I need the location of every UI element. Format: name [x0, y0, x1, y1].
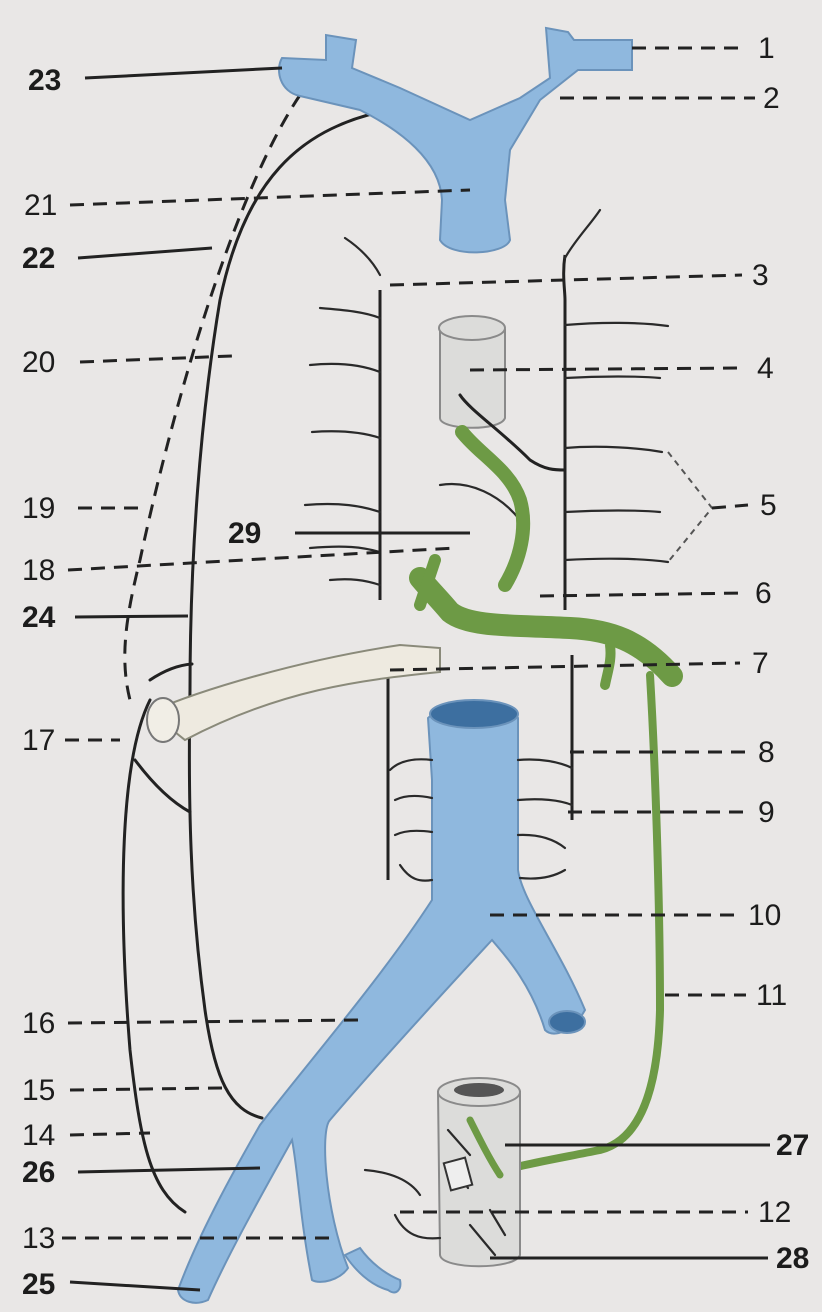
label-14: 14 — [22, 1119, 55, 1152]
loop-connector — [150, 664, 192, 680]
arching-vessel-left — [189, 112, 380, 1118]
labels-left: 23 21 22 20 19 29 18 24 17 16 15 14 26 1… — [22, 64, 261, 1301]
ivc-opening — [430, 700, 518, 728]
thoracic-duct — [462, 432, 523, 585]
cisterna-chyli — [420, 578, 672, 676]
inferior-vena-cava — [178, 708, 585, 1303]
label-19: 19 — [22, 492, 55, 525]
label-21: 21 — [24, 189, 57, 222]
label-9: 9 — [758, 796, 775, 829]
rectum-ghost — [438, 1078, 520, 1266]
label-26: 26 — [22, 1156, 55, 1189]
label-7: 7 — [752, 647, 769, 680]
label-17: 17 — [22, 724, 55, 757]
ivc-lower-branch — [345, 1248, 400, 1292]
label-16: 16 — [22, 1007, 55, 1040]
label-3: 3 — [752, 259, 769, 292]
aorta-ghost — [439, 316, 505, 428]
label-20: 20 — [22, 346, 55, 379]
label-8: 8 — [758, 736, 775, 769]
label-25: 25 — [22, 1268, 55, 1301]
labels-right: 1 2 3 4 5 6 7 8 9 10 11 12 27 28 — [748, 32, 809, 1275]
label-6: 6 — [755, 577, 772, 610]
superior-vena-cava — [279, 28, 632, 252]
intercostal-branches-right — [565, 210, 712, 562]
label-13: 13 — [22, 1222, 55, 1255]
tube-left — [150, 645, 440, 740]
label-5: 5 — [760, 489, 777, 522]
loop-connector-lower — [135, 760, 190, 812]
label-24: 24 — [22, 601, 56, 634]
label-10: 10 — [748, 899, 781, 932]
label-1: 1 — [758, 32, 775, 65]
label-11: 11 — [756, 979, 787, 1012]
label-23: 23 — [28, 64, 61, 97]
label-18: 18 — [22, 554, 55, 587]
outer-loop-vessel — [123, 700, 185, 1212]
outer-dashed-vessel — [125, 95, 300, 700]
label-29: 29 — [228, 517, 261, 550]
label-22: 22 — [22, 242, 55, 275]
label-15: 15 — [22, 1074, 55, 1107]
label-2: 2 — [763, 82, 780, 115]
thoracic-region-frame — [380, 255, 565, 610]
tube-left-opening — [147, 698, 179, 742]
label-12: 12 — [758, 1196, 791, 1229]
label-28: 28 — [776, 1242, 809, 1275]
pelvic-vessel — [365, 1170, 440, 1238]
ivc-branch-opening — [549, 1011, 585, 1033]
label-27: 27 — [776, 1129, 809, 1162]
label-4: 4 — [757, 352, 774, 385]
